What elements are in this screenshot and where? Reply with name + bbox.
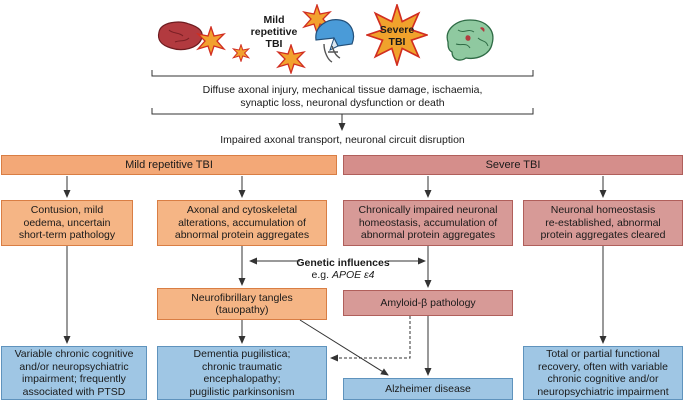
impact-star-small-icon xyxy=(232,44,250,62)
box-functional-recovery: Total or partial functional recovery, of… xyxy=(523,346,683,400)
severe-tbi-icon-label: Severe TBI xyxy=(379,24,415,48)
header-mild-repetitive-tbi: Mild repetitive TBI xyxy=(1,155,337,175)
box-homeostasis-reestablished: Neuronal homeostasis re-established, abn… xyxy=(523,200,683,246)
genetic-example-prefix: e.g. xyxy=(311,269,332,281)
mechanism-bracket xyxy=(151,108,534,115)
box-variable-impairment: Variable chronic cognitive and/or neurop… xyxy=(1,346,147,400)
impact-star-icon xyxy=(276,44,306,74)
box-alzheimer-disease: Alzheimer disease xyxy=(343,378,513,400)
mechanism-text: Diffuse axonal injury, mechanical tissue… xyxy=(202,84,483,109)
genetic-example-gene: APOE ε4 xyxy=(331,269,375,281)
impaired-transport-text: Impaired axonal transport, neuronal circ… xyxy=(220,134,465,146)
box-amyloid-pathology: Amyloid-β pathology xyxy=(343,290,513,316)
box-dementia-pugilistica: Dementia pugilistica; chronic traumatic … xyxy=(157,346,327,400)
helmet-icon xyxy=(315,19,355,63)
icon-row: Mild repetitive TBI Severe TBI xyxy=(0,0,685,74)
genetic-influences-example: e.g. APOE ε4 xyxy=(258,269,428,282)
icons-bracket xyxy=(151,70,534,77)
box-contusion: Contusion, mild oedema, uncertain short-… xyxy=(1,200,133,246)
arrow-tangles-to-alzheimer xyxy=(299,319,389,376)
header-severe-tbi: Severe TBI xyxy=(343,155,683,175)
box-neurofibrillary-tangles: Neurofibrillary tangles (tauopathy) xyxy=(157,288,327,320)
dashed-amyloid-to-dementia xyxy=(330,316,411,362)
mild-tbi-icon-label: Mild repetitive TBI xyxy=(250,14,298,50)
genetic-influences-title: Genetic influences xyxy=(296,257,390,269)
damaged-brain-icon xyxy=(446,19,494,61)
box-axonal-alterations: Axonal and cytoskeletal alterations, acc… xyxy=(157,200,327,246)
severe-impact-star-icon xyxy=(366,4,428,66)
brain-organ-icon xyxy=(157,21,203,51)
box-chronic-homeostasis: Chronically impaired neuronal homeostasi… xyxy=(343,200,513,246)
impact-star-icon xyxy=(196,26,226,56)
